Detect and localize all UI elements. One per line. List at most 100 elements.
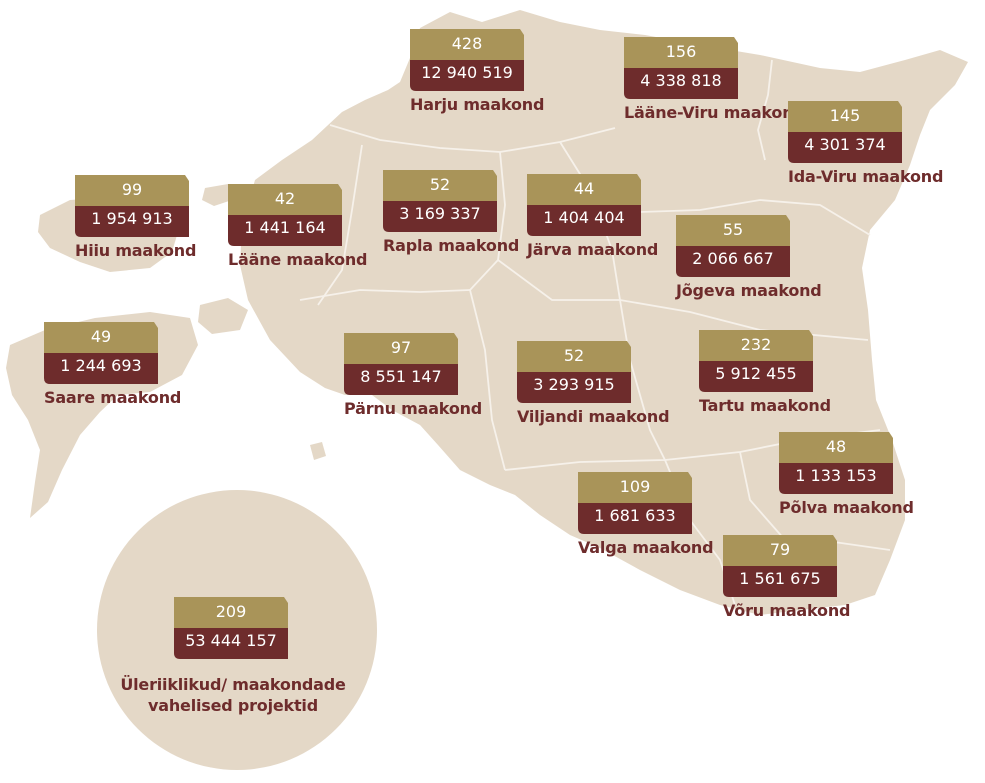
funding-amount: 1 681 633 — [594, 506, 676, 525]
national-projects: 209 53 444 157 Üleriiklikud/ maakondade … — [113, 597, 353, 715]
border-harju — [329, 124, 616, 153]
border-parnu-viljandi — [469, 289, 506, 471]
badge-shape — [578, 472, 692, 534]
badge-shape — [383, 170, 497, 232]
county-name: Rapla maakond — [383, 236, 520, 255]
badge: 209 53 444 157 — [174, 597, 292, 659]
badge-shape — [344, 333, 458, 395]
county-name: Jõgeva maakond — [676, 281, 822, 300]
project-count: 109 — [619, 477, 651, 496]
county-name: Järva maakond — [527, 240, 659, 259]
project-count: 79 — [769, 540, 791, 559]
vormsi-shape — [202, 184, 232, 206]
county-hiiu: 99 1 954 913 Hiiu maakond — [75, 175, 197, 260]
badge: 44 1 404 404 — [527, 174, 645, 236]
badge: 55 2 066 667 — [676, 215, 794, 277]
project-count: 48 — [825, 437, 847, 456]
county-viljandi: 52 3 293 915 Viljandi maakond — [517, 341, 670, 426]
project-count: 55 — [722, 220, 744, 239]
badge-shape — [788, 101, 902, 163]
funding-amount: 1 561 675 — [739, 569, 821, 588]
badge: 42 1 441 164 — [228, 184, 346, 246]
badge-shape — [44, 322, 158, 384]
funding-amount: 2 066 667 — [692, 249, 774, 268]
funding-amount: 1 133 153 — [795, 466, 877, 485]
funding-amount: 5 912 455 — [715, 364, 797, 383]
badge-shape — [517, 341, 631, 403]
funding-amount: 1 244 693 — [60, 356, 142, 375]
county-polva: 48 1 133 153 Põlva maakond — [779, 432, 914, 517]
badge-shape — [723, 535, 837, 597]
funding-amount: 3 293 915 — [533, 375, 615, 394]
project-count: 52 — [563, 346, 585, 365]
funding-amount: 3 169 337 — [399, 204, 481, 223]
funding-amount: 1 954 913 — [91, 209, 173, 228]
county-tartu: 232 5 912 455 Tartu maakond — [699, 330, 831, 415]
badge: 97 8 551 147 — [344, 333, 462, 395]
badge: 232 5 912 455 — [699, 330, 817, 392]
county-name: Saare maakond — [44, 388, 182, 407]
border-laane-rapla — [317, 144, 363, 306]
funding-amount: 8 551 147 — [360, 367, 442, 386]
badge-shape — [699, 330, 813, 392]
badge-shape — [410, 29, 524, 91]
county-name: Harju maakond — [410, 95, 545, 114]
badge-shape — [676, 215, 790, 277]
county-name: Võru maakond — [723, 601, 851, 620]
border-rapla-parnu — [299, 289, 471, 301]
county-ida-viru: 145 4 301 374 Ida-Viru maakond — [788, 101, 944, 186]
badge: 79 1 561 675 — [723, 535, 841, 597]
badge: 52 3 293 915 — [517, 341, 635, 403]
county-name: Ida-Viru maakond — [788, 167, 944, 186]
border-viljandi-tartu — [619, 299, 666, 461]
project-count: 49 — [90, 327, 112, 346]
county-name: Lääne-Viru maakond — [624, 103, 805, 122]
county-voru: 79 1 561 675 Võru maakond — [723, 535, 851, 620]
badge: 145 4 301 374 — [788, 101, 906, 163]
funding-amount: 12 940 519 — [421, 63, 513, 82]
county-name: Tartu maakond — [699, 396, 831, 415]
project-count: 44 — [573, 179, 595, 198]
badge: 109 1 681 633 — [578, 472, 696, 534]
county-rapla: 52 3 169 337 Rapla maakond — [383, 170, 520, 255]
funding-amount: 1 404 404 — [543, 208, 625, 227]
county-jarva: 44 1 404 404 Järva maakond — [527, 174, 659, 259]
national-name-line1: Üleriiklikud/ maakondade — [120, 675, 346, 694]
funding-amount: 1 441 164 — [244, 218, 326, 237]
project-count: 156 — [665, 42, 697, 61]
county-valga: 109 1 681 633 Valga maakond — [578, 472, 714, 557]
county-name: Lääne maakond — [228, 250, 368, 269]
funding-amount: 53 444 157 — [185, 631, 277, 650]
funding-amount: 4 301 374 — [804, 135, 886, 154]
badge-shape — [527, 174, 641, 236]
county-jogeva: 55 2 066 667 Jõgeva maakond — [676, 215, 822, 300]
project-count: 97 — [390, 338, 412, 357]
badge: 99 1 954 913 — [75, 175, 193, 237]
county-name: Viljandi maakond — [517, 407, 670, 426]
county-name: Põlva maakond — [779, 498, 914, 517]
project-count: 42 — [274, 189, 296, 208]
border-laane-viru-ida-viru — [757, 59, 773, 161]
national-name-line2: vahelised projektid — [148, 696, 318, 715]
badge-shape — [75, 175, 189, 237]
badge-shape — [228, 184, 342, 246]
badge-shape — [779, 432, 893, 494]
badge: 156 4 338 818 — [624, 37, 742, 99]
badge: 48 1 133 153 — [779, 432, 897, 494]
badge-shape — [624, 37, 738, 99]
project-count: 99 — [121, 180, 143, 199]
project-count: 209 — [215, 602, 247, 621]
project-count: 145 — [829, 106, 861, 125]
badge: 52 3 169 337 — [383, 170, 501, 232]
county-harju: 428 12 940 519 Harju maakond — [410, 29, 545, 114]
county-name: Hiiu maakond — [75, 241, 197, 260]
county-laane-viru: 156 4 338 818 Lääne-Viru maakond — [624, 37, 805, 122]
muhu-shape — [198, 298, 248, 334]
project-count: 232 — [740, 335, 772, 354]
county-saare: 49 1 244 693 Saare maakond — [44, 322, 182, 407]
border-rapla-jarva — [469, 151, 506, 291]
badge-shape — [174, 597, 288, 659]
badge: 428 12 940 519 — [410, 29, 528, 91]
project-count: 428 — [451, 34, 483, 53]
